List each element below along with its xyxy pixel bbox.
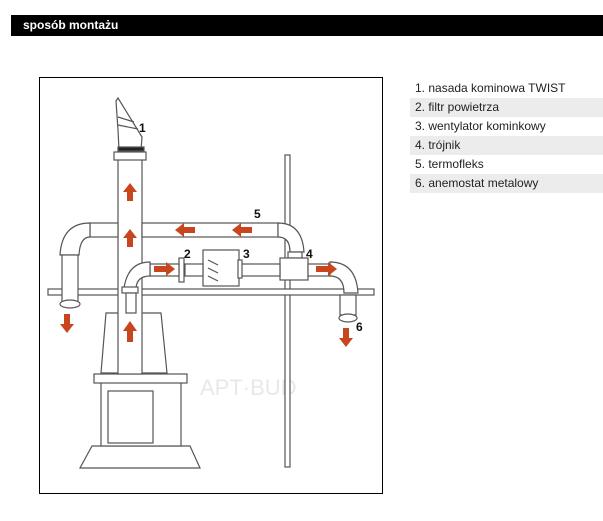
tee-fitting [279, 257, 309, 281]
arrow-left-1 [175, 223, 195, 237]
arrow-down-2 [339, 328, 353, 347]
arrow-left-2 [232, 223, 252, 237]
callout-6: 6 [356, 320, 363, 334]
chimney-collar [113, 151, 147, 161]
callout-3: 3 [243, 247, 250, 261]
legend-item: 3. wentylator kominkowy [415, 119, 546, 133]
outlet-elbow [329, 261, 359, 294]
callout-2: 2 [184, 247, 191, 261]
fireplace-door [107, 390, 154, 444]
mounting-shelf [47, 288, 375, 296]
fireplace-foot [78, 445, 201, 469]
flow-arrows [60, 183, 353, 347]
legend-item: 2. filtr powietrza [410, 98, 603, 117]
arrow-right-2 [316, 262, 337, 276]
arrow-up-2 [123, 229, 137, 247]
watermark: APT·BUD [200, 375, 297, 400]
fireplace-shelf [93, 373, 188, 384]
arrow-up-1 [123, 183, 137, 201]
wall-pole [284, 154, 291, 468]
left-elbow [59, 222, 91, 256]
left-anemostat [59, 299, 81, 309]
section-title: sposób montażu [23, 18, 119, 32]
parts-legend: 1. nasada kominowa TWIST 2. filtr powiet… [410, 79, 603, 193]
right-elbow [277, 222, 305, 253]
air-filter [178, 257, 185, 283]
callout-1: 1 [139, 121, 146, 135]
callout-5: 5 [254, 207, 261, 221]
left-down-pipe [61, 254, 79, 303]
section-header: sposób montażu [11, 15, 603, 36]
legend-item: 6. anemostat metalowy [410, 174, 603, 193]
legend-item: 1. nasada kominowa TWIST [415, 81, 566, 95]
arrow-down-1 [60, 314, 74, 333]
arrow-right-1 [154, 262, 175, 276]
right-anemostat [338, 313, 358, 323]
arrow-up-3 [123, 321, 137, 342]
legend-item: 4. trójnik [410, 136, 603, 155]
callout-4: 4 [306, 247, 313, 261]
legend-item: 5. termofleks [415, 157, 484, 171]
upper-pipe [141, 222, 279, 238]
